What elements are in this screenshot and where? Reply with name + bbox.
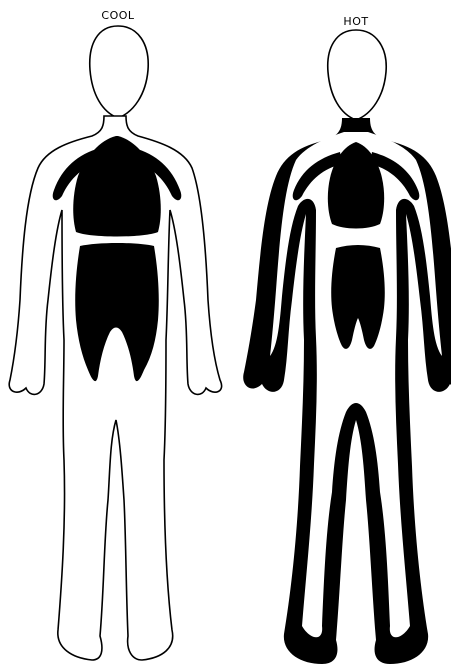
cool-figure	[9, 26, 221, 660]
cool-label: COOL	[101, 9, 134, 22]
hot-head-outline	[328, 30, 386, 120]
hot-figure	[243, 30, 451, 664]
hot-label: HOT	[343, 15, 368, 28]
cool-head-outline	[90, 26, 148, 118]
